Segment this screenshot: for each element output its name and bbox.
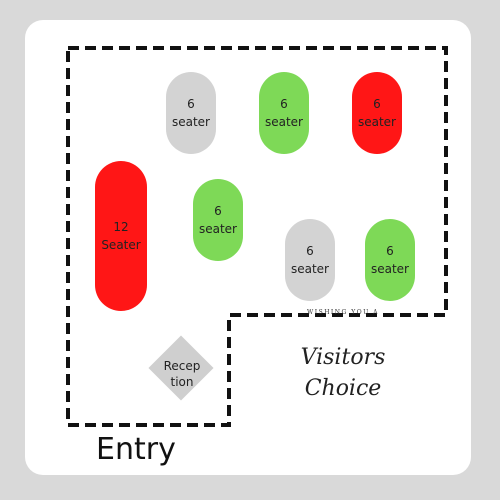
table-label: 6 seater <box>357 97 396 129</box>
table-6-seater[interactable]: 6 seater <box>285 219 335 301</box>
brand-tagline: WISHING YOU A <box>307 309 379 316</box>
brand-logo: Visitors Choice <box>273 342 413 404</box>
table-label: 12 Seater <box>101 220 141 252</box>
table-label: 6 seater <box>264 97 303 129</box>
table-label: 6 seater <box>171 97 210 129</box>
table-label: 6 seater <box>290 244 329 276</box>
table-6-seater[interactable]: 6 seater <box>166 72 216 154</box>
table-6-seater[interactable]: 6 seater <box>352 72 402 154</box>
table-6-seater[interactable]: 6 seater <box>193 179 243 261</box>
table-label: 6 seater <box>370 244 409 276</box>
table-label: 6 seater <box>198 204 237 236</box>
brand-line-1: Visitors <box>300 345 386 370</box>
table-6-seater[interactable]: 6 seater <box>259 72 309 154</box>
table-6-seater[interactable]: 6 seater <box>365 219 415 301</box>
brand-line-2: Choice <box>304 376 382 401</box>
table-12-seater[interactable]: 12 Seater <box>95 161 147 311</box>
reception-label: Recep tion <box>163 359 201 389</box>
entry-label: Entry <box>96 432 176 467</box>
